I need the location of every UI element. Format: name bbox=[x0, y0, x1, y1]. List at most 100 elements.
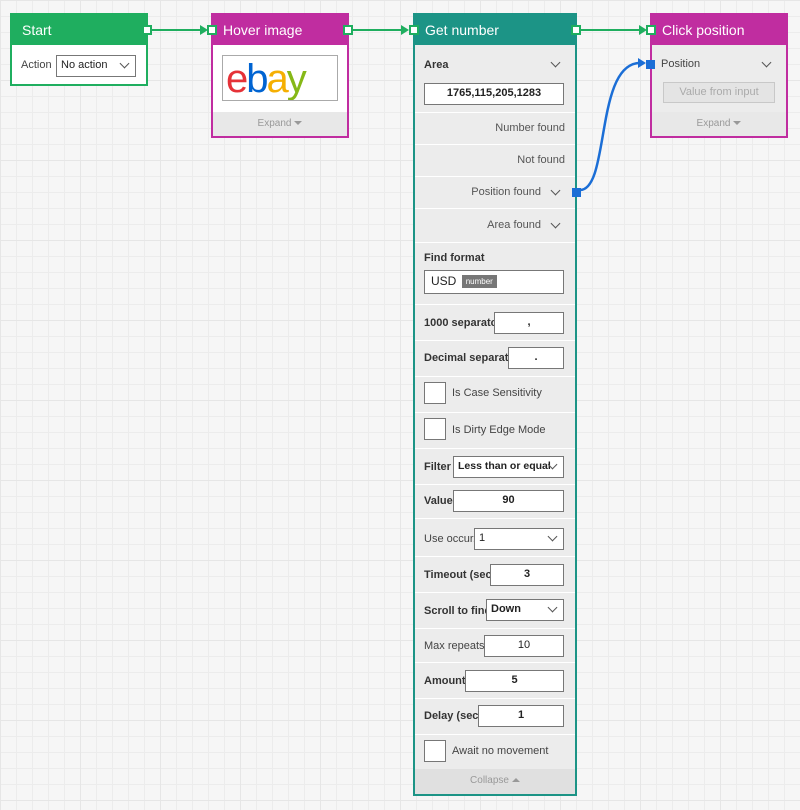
use-occur-select[interactable]: 1 bbox=[474, 528, 564, 550]
timeout-input[interactable]: 3 bbox=[490, 564, 564, 586]
hover-expand-label: Expand bbox=[257, 118, 292, 129]
hover-expand-button[interactable]: Expand bbox=[213, 112, 347, 136]
number-found-label: Number found bbox=[495, 122, 565, 134]
use-occur-row: Use occur. 1 bbox=[415, 519, 575, 557]
output-position-found: Position found bbox=[415, 177, 581, 209]
case-sensitivity-row: Is Case Sensitivity bbox=[415, 377, 575, 413]
delay-value: 1 bbox=[517, 709, 525, 721]
wire-hover-to-get bbox=[352, 25, 409, 35]
find-format-input[interactable]: USD number bbox=[424, 270, 564, 294]
click-position-node[interactable]: Click position Position Value from input… bbox=[646, 13, 788, 138]
decimal-separator-input[interactable]: . bbox=[508, 347, 564, 369]
filter-row: Filter Less than or equal bbox=[415, 449, 575, 485]
amount-input[interactable]: 5 bbox=[465, 670, 564, 692]
area-row: Area 1765,115,205,1283 bbox=[415, 45, 575, 113]
await-label: Await no movement bbox=[452, 745, 549, 757]
value-label: Value bbox=[424, 495, 453, 507]
filter-select[interactable]: Less than or equal bbox=[453, 456, 564, 478]
action-select-value: No action bbox=[61, 59, 108, 71]
case-sensitivity-label: Is Case Sensitivity bbox=[452, 387, 542, 399]
get-input-port[interactable] bbox=[409, 25, 419, 35]
caret-down-icon bbox=[733, 121, 742, 126]
chevron-down-icon[interactable] bbox=[550, 218, 561, 229]
action-label: Action bbox=[21, 59, 52, 71]
ebay-logo-image: ebay bbox=[222, 55, 338, 101]
thousand-separator-value: , bbox=[527, 316, 531, 328]
area-value: 1765,115,205,1283 bbox=[446, 87, 542, 99]
get-node-header[interactable]: Get number bbox=[409, 15, 581, 45]
amount-row: Amount 5 bbox=[415, 663, 575, 699]
delay-label: Delay (sec) bbox=[424, 710, 483, 722]
filter-label: Filter bbox=[424, 461, 451, 473]
decimal-separator-label: Decimal separator bbox=[424, 352, 520, 364]
click-input-port[interactable] bbox=[646, 25, 656, 35]
collapse-label: Collapse bbox=[470, 775, 509, 786]
collapse-button[interactable]: Collapse bbox=[415, 769, 575, 794]
dirty-edge-row: Is Dirty Edge Mode bbox=[415, 413, 575, 449]
chevron-down-icon[interactable] bbox=[550, 185, 561, 196]
amount-value: 5 bbox=[511, 674, 518, 686]
timeout-row: Timeout (sec) 3 bbox=[415, 557, 575, 593]
hover-input-port[interactable] bbox=[207, 25, 217, 35]
value-value: 90 bbox=[502, 494, 515, 506]
value-from-input-field[interactable]: Value from input bbox=[663, 82, 775, 103]
position-label: Position bbox=[661, 58, 701, 70]
chevron-down-icon[interactable] bbox=[761, 57, 772, 68]
hover-node-title: Hover image bbox=[223, 22, 303, 38]
await-checkbox[interactable] bbox=[424, 740, 446, 762]
start-node[interactable]: Start Action No action bbox=[10, 13, 152, 86]
caret-down-icon bbox=[294, 121, 303, 126]
chevron-down-icon bbox=[119, 58, 130, 69]
area-input[interactable]: 1765,115,205,1283 bbox=[424, 83, 564, 105]
get-output-port[interactable] bbox=[571, 25, 581, 35]
start-node-header[interactable]: Start bbox=[12, 15, 152, 45]
click-node-header[interactable]: Click position bbox=[646, 15, 786, 45]
delay-input[interactable]: 1 bbox=[478, 705, 564, 727]
thousand-separator-label: 1000 separator bbox=[424, 317, 502, 329]
max-repeats-row: Max repeats 10 bbox=[415, 629, 575, 663]
chevron-down-icon bbox=[547, 602, 558, 613]
not-found-label: Not found bbox=[517, 154, 565, 166]
hover-node-header[interactable]: Hover image bbox=[207, 15, 353, 45]
output-not-found: Not found bbox=[415, 145, 575, 177]
chevron-down-icon[interactable] bbox=[550, 57, 561, 68]
find-format-label: Find format bbox=[424, 252, 485, 264]
scroll-select[interactable]: Down bbox=[486, 599, 564, 621]
await-row: Await no movement bbox=[415, 735, 575, 771]
max-repeats-label: Max repeats bbox=[424, 640, 485, 652]
dirty-edge-label: Is Dirty Edge Mode bbox=[452, 424, 546, 436]
filter-select-value: Less than or equal bbox=[458, 460, 551, 472]
timeout-value: 3 bbox=[523, 568, 531, 580]
scroll-select-value: Down bbox=[491, 603, 521, 615]
decimal-separator-row: Decimal separator . bbox=[415, 341, 575, 377]
scroll-label: Scroll to find bbox=[424, 605, 492, 617]
hover-output-port[interactable] bbox=[343, 25, 353, 35]
get-node-title: Get number bbox=[425, 22, 499, 38]
wire-get-to-click bbox=[580, 25, 647, 35]
use-occur-value: 1 bbox=[479, 532, 486, 544]
ebay-logo-icon: ebay bbox=[226, 57, 309, 100]
max-repeats-input[interactable]: 10 bbox=[484, 635, 564, 657]
value-row: Value 90 bbox=[415, 485, 575, 519]
number-token-badge: number bbox=[461, 275, 497, 288]
chevron-down-icon bbox=[547, 531, 558, 542]
get-number-node[interactable]: Get number Area 1765,115,205,1283 Number… bbox=[409, 13, 581, 796]
output-area-found: Area found bbox=[415, 209, 575, 243]
thousand-separator-input[interactable]: , bbox=[494, 312, 564, 334]
area-label: Area bbox=[424, 59, 449, 71]
start-output-port[interactable] bbox=[142, 25, 152, 35]
click-expand-label: Expand bbox=[696, 118, 731, 129]
value-input[interactable]: 90 bbox=[453, 490, 564, 512]
start-node-title: Start bbox=[22, 22, 52, 38]
dirty-edge-checkbox[interactable] bbox=[424, 418, 446, 440]
position-port[interactable] bbox=[646, 60, 655, 69]
scroll-row: Scroll to find Down bbox=[415, 593, 575, 629]
find-format-row: Find format USD number bbox=[415, 243, 575, 305]
case-sensitivity-checkbox[interactable] bbox=[424, 382, 446, 404]
wire-start-to-hover bbox=[151, 25, 208, 35]
action-select[interactable]: No action bbox=[56, 55, 136, 77]
click-expand-button[interactable]: Expand bbox=[652, 112, 786, 136]
position-found-port[interactable] bbox=[572, 188, 581, 197]
hover-image-node[interactable]: Hover image ebay Expand bbox=[207, 13, 353, 138]
position-found-label: Position found bbox=[471, 186, 541, 198]
